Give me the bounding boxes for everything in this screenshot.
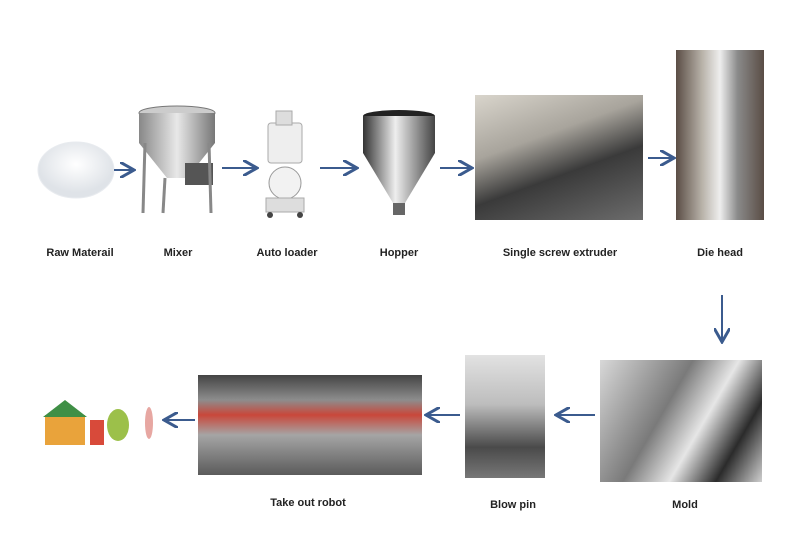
die-head-photo-icon: [676, 50, 764, 220]
hopper-icon: [363, 110, 435, 215]
mixer-machine-icon: [138, 105, 216, 214]
auto-loader-machine-icon: [265, 110, 305, 218]
robot-photo-icon: [198, 375, 422, 475]
step-label-extruder: Single screw extruder: [502, 247, 618, 259]
step-label-mixer: Mixer: [163, 247, 193, 259]
blow-pin-photo-icon: [465, 355, 545, 478]
step-label-blow-pin: Blow pin: [490, 499, 536, 511]
step-label-auto-loader: Auto loader: [256, 247, 318, 259]
step-label-raw-material: Raw Materail: [46, 247, 114, 259]
step-label-hopper: Hopper: [379, 247, 419, 259]
mold-photo-icon: [600, 360, 762, 482]
step-label-take-out-robot: Take out robot: [270, 497, 346, 509]
step-label-mold: Mold: [672, 499, 698, 511]
finished-products-icon: [43, 400, 153, 445]
step-label-die-head: Die head: [697, 247, 743, 259]
extruder-photo-icon: [475, 95, 643, 220]
